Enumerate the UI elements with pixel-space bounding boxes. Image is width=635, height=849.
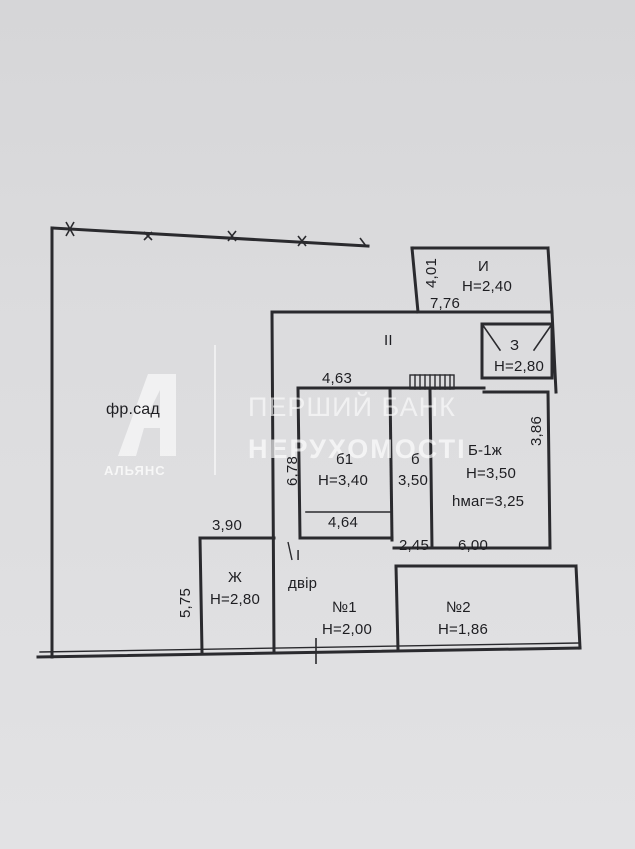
room-b1-right-wall	[388, 386, 394, 542]
room-z-height: H=2,80	[494, 358, 544, 375]
room-b1-dim-bottom: 4,64	[328, 514, 358, 531]
room-z-box	[480, 322, 554, 380]
room-b-height: 3,50	[398, 472, 428, 489]
room-b-right-wall	[428, 388, 434, 550]
corridor-left-wall	[270, 310, 276, 654]
watermark-logo-icon	[118, 374, 176, 456]
room-i-height: H=2,40	[462, 278, 512, 295]
room-b-label: б	[411, 451, 420, 468]
watermark-brand: АЛЬЯНС	[104, 463, 166, 478]
fence-ticks	[65, 221, 367, 664]
room-b1zh-height-avg: hмаг=3,25	[452, 493, 525, 510]
east-wall-upper	[550, 310, 558, 394]
watermark-line2: НЕРУХОМОСТІ	[248, 434, 467, 464]
room-b1-label: б1	[336, 451, 354, 468]
garden-label: фр.сад	[106, 401, 160, 418]
garden-top-boundary	[50, 226, 370, 248]
room-b1zh-dim-vertical: 3,86	[528, 416, 545, 446]
room-b1zh-right-wall	[546, 390, 552, 550]
room-zh-dim-top: 3,90	[212, 517, 242, 534]
room-n2-label: №2	[446, 599, 471, 616]
room-zh-dim-vertical: 5,75	[177, 588, 194, 618]
outer-wall-bottom	[36, 646, 582, 659]
room-b1-left-wall	[296, 386, 302, 540]
room-n2-left-wall	[394, 564, 400, 652]
room-n2-height: H=1,86	[438, 621, 488, 638]
room-b1zh-height: H=3,50	[466, 465, 516, 482]
watermark-divider	[214, 345, 216, 475]
corridor-ii-label: II	[384, 332, 393, 349]
stairs	[409, 374, 455, 390]
room-i-dim-vertical: 4,01	[423, 258, 440, 288]
room-i-left-wall	[410, 246, 420, 314]
room-b1-dim-vertical: 6,78	[284, 456, 301, 486]
room-b1zh-dim-bottom: 6,00	[458, 537, 488, 554]
room-n2-right-wall	[574, 564, 582, 650]
room-b1-height: H=3,40	[318, 472, 368, 489]
room-i-right-wall	[546, 246, 554, 314]
yard-label: I	[296, 547, 301, 564]
room-b-dim-bottom: 2,45	[399, 537, 429, 554]
room-n1-height: H=2,00	[322, 621, 372, 638]
yard-name: двір	[288, 575, 318, 592]
room-i-label: И	[478, 258, 489, 275]
room-b1-dim-top: 4,63	[322, 370, 352, 387]
room-i-dim-horizontal: 7,76	[430, 295, 460, 312]
room-zh-label: Ж	[228, 569, 243, 586]
room-zh-left-wall	[198, 536, 204, 654]
room-z-label: З	[510, 337, 520, 354]
room-b1zh-label: Б-1ж	[468, 442, 503, 459]
watermark-line1: ПЕРШИЙ БАНК	[248, 392, 456, 422]
room-zh-height: H=2,80	[210, 591, 260, 608]
room-n1-label: №1	[332, 599, 357, 616]
